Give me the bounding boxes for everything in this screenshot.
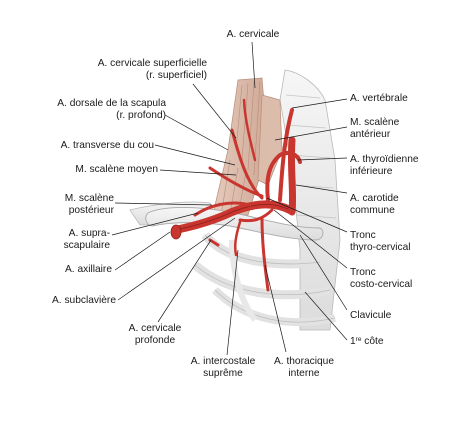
label-cervicale-superficielle: A. cervicale superficielle (r. superfici… bbox=[72, 58, 207, 82]
label-scalene-posterieur-line1: M. scalène bbox=[64, 193, 114, 204]
label-transverse-cou: A. transverse du cou bbox=[60, 140, 154, 151]
label-cervicale-profonde-line2: profonde bbox=[134, 335, 176, 346]
label-scalene-anterieur-line2: antérieur bbox=[350, 129, 391, 140]
label-intercostale-line2: suprême bbox=[203, 368, 243, 379]
label-tronc-thyro-line1: Tronc bbox=[350, 230, 376, 241]
label-suprascapulaire-line2: scapulaire bbox=[63, 240, 110, 251]
label-scalene-moyen: M. scalène moyen bbox=[75, 164, 158, 175]
scalene-muscles bbox=[211, 77, 283, 219]
label-tronc-thyro-line2: thyro-cervical bbox=[350, 242, 411, 253]
label-premiere-cote-num: 1 bbox=[350, 336, 356, 347]
label-intercostale-line1: A. intercostale bbox=[190, 356, 256, 367]
label-premiere-cote-word: côte bbox=[361, 336, 384, 347]
label-subclaviere: A. subclavière bbox=[52, 295, 116, 306]
label-suprascapulaire-line1: A. supra- bbox=[68, 228, 110, 239]
label-axillaire: A. axillaire bbox=[65, 264, 112, 275]
label-scalene-anterieur: M. scalène antérieur bbox=[350, 117, 440, 141]
axillary-cut-end bbox=[170, 224, 182, 240]
label-thoracique: A. thoracique interne bbox=[264, 356, 344, 380]
label-thyroidienne: A. thyroïdienne inférieure bbox=[350, 154, 445, 178]
label-scalene-posterieur-line2: postérieur bbox=[68, 205, 114, 216]
label-dorsale-scapula-line1: A. dorsale de la scapula bbox=[57, 98, 166, 109]
leader-lines bbox=[111, 41, 348, 356]
label-vertebrale: A. vertébrale bbox=[350, 93, 408, 104]
label-tronc-costo-line1: Tronc bbox=[350, 267, 376, 278]
label-tronc-costo-line2: costo-cervical bbox=[350, 279, 413, 290]
label-clavicule: Clavicule bbox=[350, 310, 392, 321]
label-dorsale-scapula: A. dorsale de la scapula (r. profond) bbox=[44, 98, 166, 122]
label-thoracique-line2: interne bbox=[288, 368, 320, 379]
label-suprascapulaire: A. supra- scapulaire bbox=[50, 228, 110, 252]
label-cervicale-superficielle-line1: A. cervicale superficielle bbox=[97, 58, 207, 69]
label-dorsale-scapula-line2: (r. profond) bbox=[116, 110, 166, 121]
label-carotide-line2: commune bbox=[350, 205, 395, 216]
label-thoracique-line1: A. thoracique bbox=[273, 356, 335, 367]
label-cervicale-profonde: A. cervicale profonde bbox=[120, 323, 190, 347]
label-tronc-thyro: Tronc thyro-cervical bbox=[350, 230, 440, 254]
arteries bbox=[171, 98, 302, 292]
label-cervicale-superficielle-line2: (r. superficiel) bbox=[145, 70, 207, 81]
label-premiere-cote: 1re côte bbox=[350, 336, 430, 348]
label-intercostale: A. intercostale suprême bbox=[180, 356, 266, 380]
label-tronc-costo: Tronc costo-cervical bbox=[350, 267, 440, 291]
label-premiere-cote-sup: re bbox=[355, 336, 362, 343]
label-thyroidienne-line1: A. thyroïdienne bbox=[350, 154, 419, 165]
label-cervicale: A. cervicale bbox=[226, 29, 280, 40]
label-scalene-anterieur-line1: M. scalène bbox=[350, 117, 400, 128]
label-scalene-posterieur: M. scalène postérieur bbox=[50, 193, 114, 217]
label-carotide: A. carotide commune bbox=[350, 193, 440, 217]
label-thyroidienne-line2: inférieure bbox=[350, 166, 393, 177]
vertebral-column bbox=[279, 69, 341, 331]
label-carotide-line1: A. carotide bbox=[350, 193, 399, 204]
label-cervicale-profonde-line1: A. cervicale bbox=[128, 323, 182, 334]
